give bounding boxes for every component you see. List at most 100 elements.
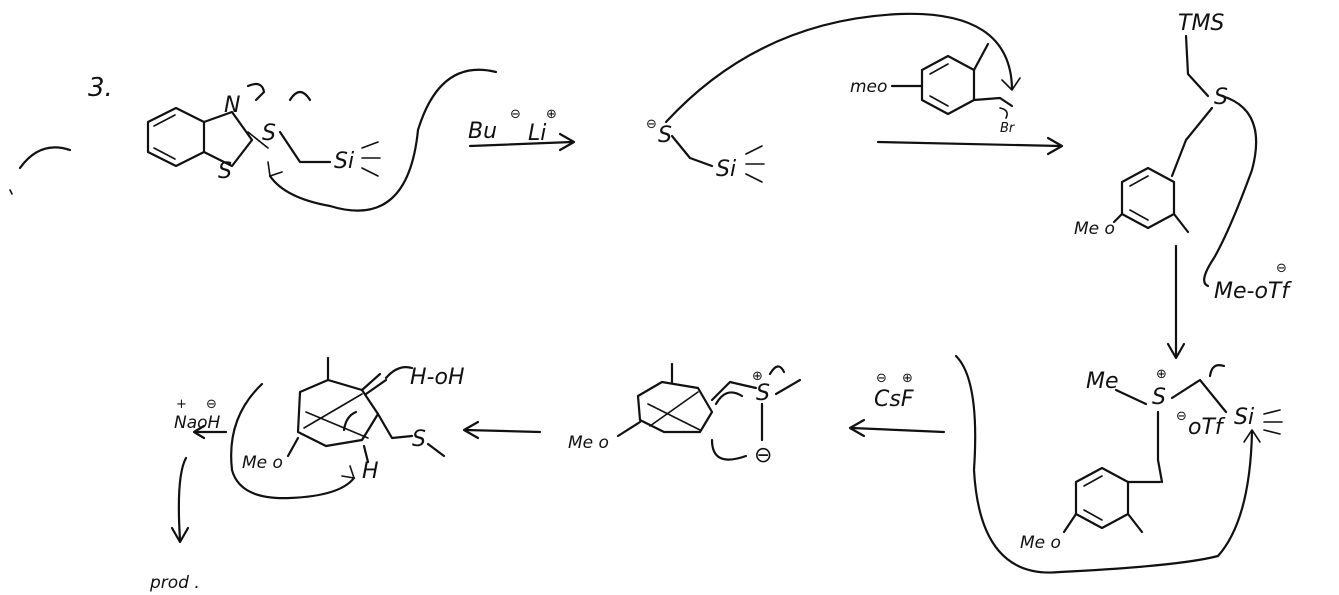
ylide-ch2-s bbox=[710, 380, 758, 402]
sulfonium-s-6: S bbox=[756, 381, 770, 406]
exocyclic-methylene bbox=[360, 372, 388, 396]
base-charge-oh: ⊖ bbox=[206, 397, 217, 412]
atom-s-ring: S bbox=[218, 159, 232, 184]
reaction-arrow-2 bbox=[876, 136, 1064, 156]
ylide-charge: ⊖ bbox=[754, 443, 772, 468]
sulfonium-methyl: Me bbox=[1086, 369, 1119, 394]
triene-ring bbox=[296, 378, 380, 448]
s-benzyl-bond bbox=[1170, 106, 1214, 178]
reaction-arrow-down-final bbox=[170, 456, 190, 544]
sulfonium-charge-4: ⊕ bbox=[1156, 367, 1167, 382]
s-ch2-si-4 bbox=[1170, 378, 1228, 414]
methoxy-bond-6 bbox=[616, 420, 642, 438]
ring-methyl-3 bbox=[1172, 212, 1190, 234]
methoxy-7: Me o bbox=[242, 453, 283, 473]
benzothiazole-benzene-ring bbox=[146, 106, 206, 168]
arrow-s-to-c bbox=[288, 90, 312, 102]
arrow-ring-to-ch2 bbox=[714, 391, 744, 406]
silyl-group-4: Si bbox=[1234, 405, 1254, 430]
thioether-s-7: S bbox=[412, 427, 426, 452]
benzylic-ch2-2 bbox=[972, 96, 1014, 108]
arrow-s-cleavage bbox=[768, 365, 786, 376]
arrowhead-thiolate-attack bbox=[1001, 77, 1021, 91]
sulfonium-charge-6: ⊕ bbox=[752, 369, 763, 384]
silyl-group-2: Si bbox=[716, 157, 736, 182]
methoxy-bond-4 bbox=[1062, 512, 1078, 534]
fluoride-charge-cs: ⊖ bbox=[876, 371, 887, 386]
arrowhead-butyl-attack bbox=[267, 161, 283, 177]
leaving-group-br: Br bbox=[1000, 121, 1016, 136]
atom-n: N bbox=[224, 93, 240, 118]
ch2-s-chain-7 bbox=[376, 412, 414, 440]
methylating-agent: Me-oTf bbox=[1214, 279, 1292, 304]
arrow-butyl-attack bbox=[268, 68, 498, 212]
arrowhead-fluoride bbox=[1243, 429, 1261, 443]
thiolate-charge: ⊖ bbox=[646, 117, 657, 132]
triflate-label: oTf bbox=[1188, 415, 1226, 440]
partial-arc-left bbox=[18, 146, 72, 170]
arrow-s-methylation bbox=[1203, 94, 1258, 288]
arrow-ring-bond-7 bbox=[342, 410, 358, 432]
reagent-counterion: Li bbox=[528, 121, 546, 146]
arrowhead-base bbox=[341, 465, 355, 479]
thioether-arene-ring bbox=[1120, 166, 1176, 230]
fluoride-charge-f: ⊕ bbox=[902, 371, 913, 386]
reaction-arrow-5 bbox=[848, 418, 946, 438]
water-label: H-oH bbox=[410, 365, 464, 390]
methoxy-substituent-2: meo bbox=[850, 77, 887, 97]
s-benzyl-bond-4 bbox=[1156, 410, 1164, 484]
arrow-c-si-bond bbox=[1208, 364, 1226, 378]
reaction-arrow-7 bbox=[192, 424, 228, 440]
methoxy-bond-7 bbox=[286, 436, 300, 458]
thiolate-s: S bbox=[658, 123, 672, 148]
s-methyl-6 bbox=[774, 378, 802, 396]
trimethyl-bonds-4 bbox=[1263, 409, 1283, 435]
trimethyl-bonds-1 bbox=[361, 141, 381, 177]
thiolate-chain bbox=[670, 134, 714, 168]
tms-ch2-s-chain bbox=[1184, 34, 1210, 98]
benzyl-bromide-ring bbox=[920, 54, 976, 116]
trimethyl-bonds-2 bbox=[745, 145, 765, 183]
reagent-base-charge: ⊖ bbox=[510, 107, 521, 122]
methyl-s-bond-4 bbox=[1114, 388, 1148, 406]
arrow-br-leaving bbox=[999, 107, 1008, 119]
tms-label: TMS bbox=[1178, 11, 1224, 36]
sulfonium-arene-ring bbox=[1074, 466, 1130, 530]
reagent-counterion-charge: ⊕ bbox=[546, 107, 557, 122]
ylide-arene-ring bbox=[636, 380, 714, 434]
sulfonium-s-4: S bbox=[1152, 385, 1166, 410]
ring-methyl-2 bbox=[972, 42, 990, 72]
arrow-thiolate-attack bbox=[664, 12, 1014, 124]
triflate-charge: ⊖ bbox=[1176, 409, 1187, 424]
methylating-charge: ⊖ bbox=[1276, 261, 1287, 276]
ring-hydrogen: H bbox=[362, 459, 379, 484]
arrow-base-deprotonation bbox=[230, 382, 356, 500]
reaction-arrow-3 bbox=[1166, 244, 1186, 360]
reaction-arrow-1 bbox=[468, 132, 576, 152]
problem-number: 3. bbox=[88, 73, 113, 103]
ring-h-bond bbox=[362, 444, 370, 464]
silyl-group-1: Si bbox=[334, 149, 354, 174]
benzothiazole-thiazole-ring bbox=[202, 110, 269, 168]
methoxy-3: Me o bbox=[1074, 219, 1115, 239]
s-ch2-si-chain bbox=[278, 130, 332, 164]
methoxy-6: Me o bbox=[568, 433, 609, 453]
s-methyl-7 bbox=[426, 442, 446, 458]
product-label: prod . bbox=[149, 573, 200, 593]
ring-methyl-4 bbox=[1126, 512, 1144, 534]
arrow-protonation bbox=[384, 366, 414, 380]
tick-left bbox=[9, 189, 13, 195]
base-charge-na: + bbox=[176, 397, 187, 412]
atom-s-chain: S bbox=[262, 121, 276, 146]
final-base: NaoH bbox=[174, 413, 221, 433]
arrow-ylide-attack bbox=[710, 438, 748, 461]
fluoride-reagent: CsF bbox=[874, 387, 914, 412]
methoxy-4: Me o bbox=[1020, 533, 1061, 553]
thioether-s: S bbox=[1214, 85, 1228, 110]
arrow-fluoride-to-si bbox=[954, 354, 1254, 574]
reaction-arrow-6 bbox=[462, 420, 542, 440]
reagent-base: Bu bbox=[468, 119, 497, 144]
methoxy-bond-3 bbox=[1112, 212, 1124, 224]
arrow-n-lone-pair bbox=[246, 82, 266, 102]
